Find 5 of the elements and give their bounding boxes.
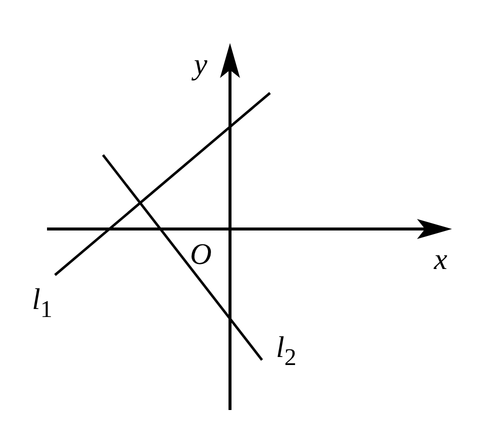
line-label: l$_{2}$ bbox=[276, 333, 296, 370]
axis-label: y bbox=[194, 50, 208, 80]
line-label: l$_{1}$ bbox=[32, 285, 52, 322]
origin-label: O bbox=[190, 240, 212, 270]
axis-label: x bbox=[434, 245, 448, 275]
